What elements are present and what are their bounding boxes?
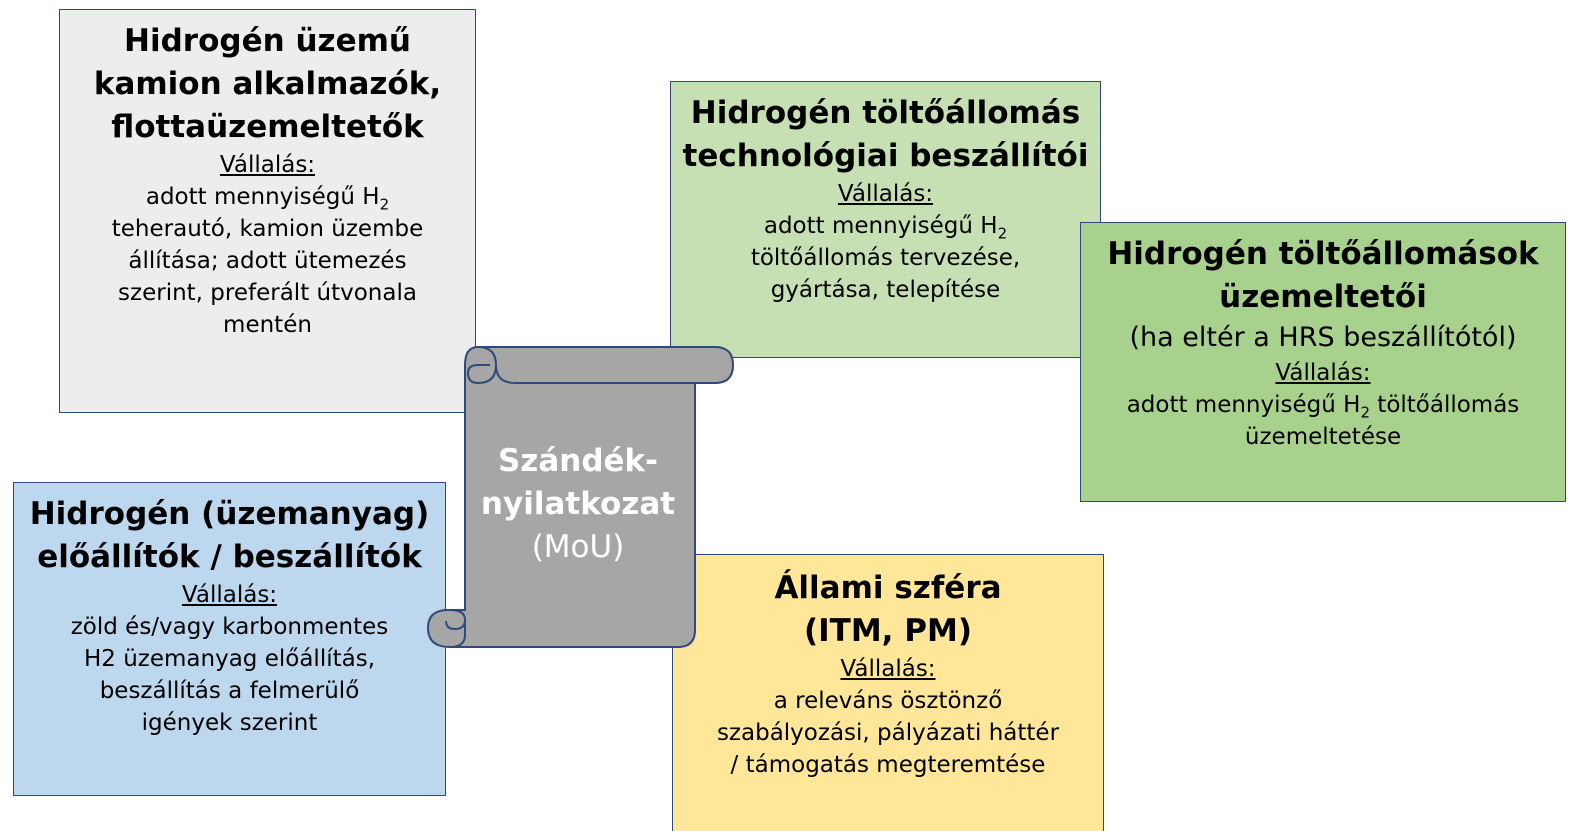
hrs-op-title-line1: Hidrogén töltőállomások: [1107, 236, 1539, 272]
state-title-line2: (ITM, PM): [803, 613, 972, 649]
h2-prod-commitment-line3: beszállítás a felmerülő: [99, 678, 360, 704]
scroll-top-curl: [466, 346, 498, 385]
hrs-tech-commitment-line1: adott mennyiségű H2: [763, 213, 1008, 243]
hrs-tech-commitment-line2: töltőállomás tervezése,: [750, 245, 1021, 271]
mou-label: Szándék- nyilatkozat (MoU): [478, 440, 678, 569]
h2-prod-commitment-line1: zöld és/vagy karbonmentes: [70, 614, 389, 640]
fleet-title-line1: Hidrogén üzemű: [124, 23, 411, 59]
fleet-commitment-line4: szerint, preferált útvonala: [118, 280, 417, 306]
hrs-tech-commitment-line3: gyártása, telepítése: [770, 277, 1001, 303]
mou-subtitle: (MoU): [531, 529, 625, 565]
fleet-operators-box: Hidrogén üzemű kamion alkalmazók, flotta…: [59, 9, 476, 413]
mou-title-line1: Szándék-: [497, 443, 659, 479]
state-commitment-line1: a releváns ösztönző: [773, 688, 1003, 714]
state-commitment-line3: / támogatás megteremtése: [730, 752, 1046, 778]
state-title-line1: Állami szféra: [774, 570, 1002, 606]
hrs-tech-commitment-label: Vállalás:: [837, 181, 934, 207]
fleet-commitment-line3: állítása; adott ütemezés: [128, 248, 407, 274]
hydrogen-producers-box: Hidrogén (üzemanyag) előállítók / beszál…: [13, 482, 446, 796]
fleet-commitment-line2: teherautó, kamion üzembe: [111, 216, 424, 242]
hrs-op-commitment-label: Vállalás:: [1275, 360, 1371, 386]
h2-prod-title-line1: Hidrogén (üzemanyag): [29, 496, 430, 532]
h2-prod-commitment-label: Vállalás:: [181, 582, 278, 608]
scroll-top-roll: [495, 364, 715, 384]
fleet-title-line3: flottaüzemeltetők: [111, 109, 424, 145]
hrs-op-commitment-line2: üzemeltetése: [1244, 424, 1402, 450]
fleet-commitment-label: Vállalás:: [219, 152, 316, 178]
fleet-commitment-line5: mentén: [223, 312, 312, 338]
hrs-op-title-line2: üzemeltetői: [1219, 279, 1427, 315]
scroll-bottom-curl: [445, 609, 467, 631]
h2-prod-commitment-line2: H2 üzemanyag előállítás,: [83, 646, 375, 672]
hrs-op-commitment-line1: adott mennyiségű H2 töltőállomás: [1126, 392, 1520, 422]
state-commitment-line2: szabályozási, pályázati háttér: [716, 720, 1060, 746]
hrs-tech-title-line2: technológiai beszállítói: [682, 138, 1089, 174]
hrs-tech-title-line1: Hidrogén töltőállomás: [690, 95, 1081, 131]
h2-prod-commitment-line4: igények szerint: [141, 710, 318, 736]
scroll-body: [426, 346, 735, 648]
hrs-op-subtitle: (ha eltér a HRS beszállítótól): [1129, 322, 1517, 353]
scroll-icon: [426, 346, 735, 648]
fleet-commitment-line1: adott mennyiségű H2: [145, 184, 390, 214]
state-commitment-label: Vállalás:: [840, 656, 936, 682]
fleet-title-line2: kamion alkalmazók,: [93, 66, 442, 102]
state-sector-box: Állami szféra (ITM, PM) Vállalás: a rele…: [672, 554, 1104, 831]
mou-title-line2: nyilatkozat: [480, 486, 676, 522]
h2-prod-title-line2: előállítók / beszállítók: [37, 539, 422, 575]
hrs-operators-box: Hidrogén töltőállomások üzemeltetői (ha …: [1080, 222, 1566, 502]
hrs-technology-suppliers-box: Hidrogén töltőállomás technológiai beszá…: [670, 81, 1101, 358]
scroll-bottom-edge: [449, 620, 466, 648]
